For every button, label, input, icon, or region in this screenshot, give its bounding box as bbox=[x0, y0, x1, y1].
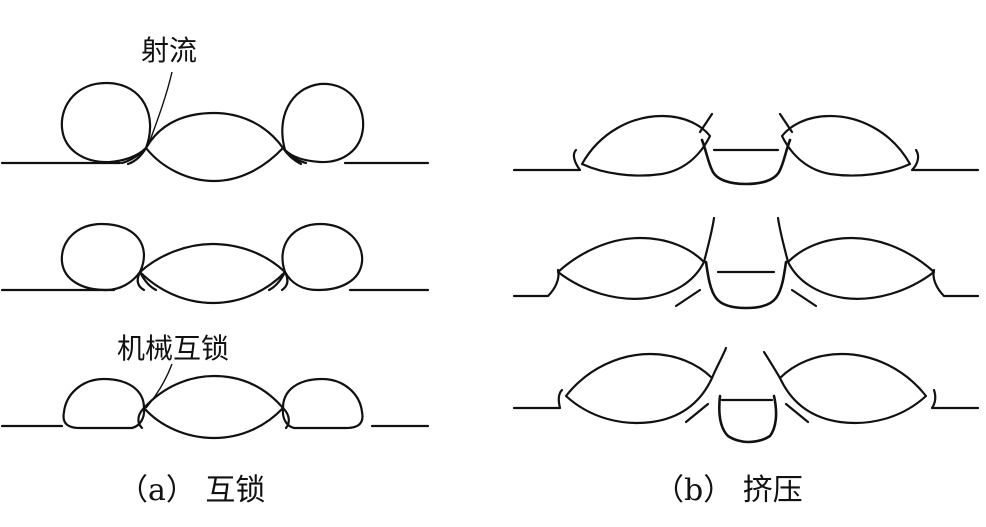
caption-a: （a） 互锁 bbox=[118, 473, 265, 508]
right-particle bbox=[281, 82, 365, 164]
left-jet-spike bbox=[702, 216, 716, 264]
baseline-right bbox=[930, 388, 980, 410]
left-lip-up bbox=[698, 112, 714, 134]
panel-b-row-1 bbox=[512, 112, 980, 186]
left-jet bbox=[120, 146, 148, 166]
right-lens bbox=[780, 114, 912, 177]
right-particle bbox=[281, 377, 364, 430]
left-lens bbox=[580, 114, 712, 177]
right-slip-line bbox=[784, 402, 810, 424]
center-splat bbox=[144, 111, 285, 183]
jet-leader-line bbox=[147, 71, 173, 147]
baseline-left bbox=[512, 388, 564, 410]
mechanical-interlock-label: 机械互锁 bbox=[117, 332, 229, 365]
left-particle bbox=[60, 81, 152, 164]
center-splat bbox=[138, 242, 287, 305]
baseline-left bbox=[512, 148, 582, 172]
left-particle bbox=[62, 377, 146, 430]
right-jet-spike bbox=[776, 216, 790, 264]
right-particle bbox=[281, 222, 364, 292]
center-cup bbox=[704, 260, 788, 310]
left-slip-line bbox=[674, 288, 702, 308]
panel-b-row-3 bbox=[512, 346, 980, 444]
right-lens bbox=[786, 236, 936, 300]
panel-a-row-3 bbox=[0, 374, 430, 440]
right-interlock-lip bbox=[267, 270, 289, 292]
center-cup bbox=[700, 138, 792, 186]
panel-a-row-1 bbox=[0, 81, 430, 183]
left-interlock-lip bbox=[137, 406, 146, 430]
panel-b: （b） 挤压 bbox=[512, 112, 980, 508]
jet-label: 射流 bbox=[141, 34, 197, 67]
baseline-left bbox=[512, 268, 560, 298]
left-jet-spike bbox=[710, 346, 728, 380]
left-lens bbox=[556, 236, 706, 300]
center-cup bbox=[717, 394, 778, 444]
right-jet-spike bbox=[762, 350, 782, 380]
panel-a: 射流 机械互锁 （a） 互锁 bbox=[0, 34, 430, 508]
center-splat bbox=[142, 374, 285, 440]
interlock-leader-line bbox=[145, 363, 173, 409]
caption-b: （b） 挤压 bbox=[654, 473, 803, 508]
right-interlock-lip bbox=[281, 406, 290, 430]
left-lens bbox=[564, 352, 714, 425]
right-slip-line bbox=[790, 288, 818, 308]
baseline-right bbox=[910, 148, 980, 172]
baseline-right bbox=[932, 268, 980, 298]
left-interlock-lip bbox=[136, 270, 158, 292]
right-lip-up bbox=[778, 112, 794, 134]
left-slip-line bbox=[684, 402, 710, 424]
right-lens bbox=[778, 352, 928, 425]
panel-b-row-2 bbox=[512, 216, 980, 310]
right-jet bbox=[281, 146, 308, 166]
panel-a-row-2 bbox=[0, 222, 430, 305]
left-particle bbox=[60, 222, 146, 292]
